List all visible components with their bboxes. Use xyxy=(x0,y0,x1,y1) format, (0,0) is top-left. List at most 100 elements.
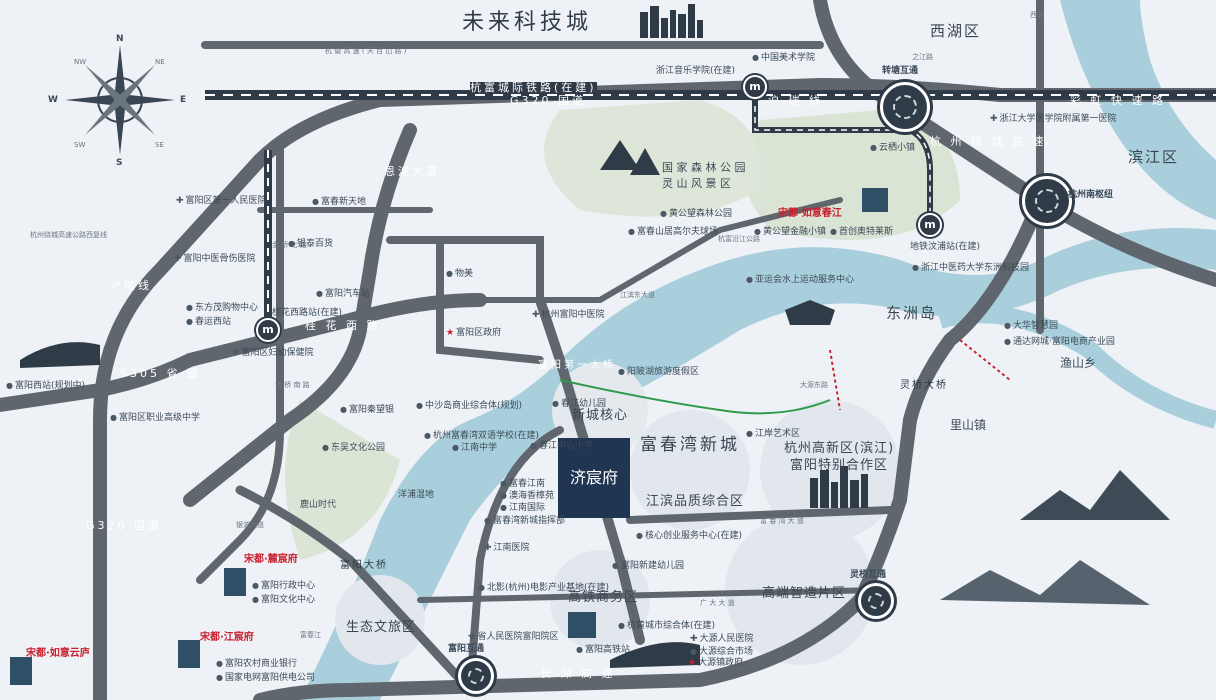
road-yinhu: 银湖大道 xyxy=(236,521,264,529)
scenic-forest-1: 国 家 森 林 公 园 xyxy=(662,161,746,174)
train-icon-gaotie xyxy=(610,642,700,668)
building-icon-luchen xyxy=(224,568,246,596)
road-guangda: 广 大 大 道 xyxy=(700,599,735,607)
poi: 国家电网富阳供电公司 xyxy=(216,672,315,684)
metro-icon-guihua[interactable]: m xyxy=(256,318,280,342)
compass-s: S xyxy=(116,158,123,168)
compass-ne: NE xyxy=(155,58,165,66)
hub-icon-lingqiao[interactable] xyxy=(858,583,894,619)
road-lingqiao-bridge-label: 灵桥大桥 xyxy=(900,380,948,391)
poi: 江南中学 xyxy=(452,442,497,454)
poi: 中沙岛商业综合体(规划) xyxy=(416,400,522,412)
compass-w: W xyxy=(48,95,58,105)
poi: 春江幼儿园 xyxy=(552,398,606,410)
road-jinqiao-south: 金 桥 南 路 xyxy=(275,381,310,389)
poi: 大源综合市场 xyxy=(690,646,753,658)
road-fuchun-bay xyxy=(626,506,894,524)
hub-icon-hangzhou-south[interactable] xyxy=(1022,176,1072,226)
poi: 物美 xyxy=(446,268,473,280)
road-hanghui: 杭 徽 高 速 ( 天 目 山 路 ) xyxy=(325,47,407,55)
compass-sw: SW xyxy=(74,141,86,149)
road-guihua-west: 桂 花 西 路 xyxy=(305,319,381,332)
zone-gaotie: 高铁商务区 xyxy=(568,590,639,605)
metro-icon-music[interactable]: m xyxy=(743,75,767,99)
poi: 黄公望金融小镇 xyxy=(754,226,826,238)
poi: 北影(杭州)电影产业基地(在建) xyxy=(478,582,609,594)
hub-icon-zhuantang[interactable] xyxy=(880,82,930,132)
poi: 核心创业服务中心(在建) xyxy=(636,530,742,542)
poi: 云栖小镇 xyxy=(870,142,915,154)
road-first-bridge-label: 富阳第一大桥 xyxy=(538,360,616,371)
red-line-2 xyxy=(959,339,1011,381)
hub-lingqiao: 灵桥互通 xyxy=(850,570,887,580)
red-line xyxy=(829,349,841,411)
project-jiangchen[interactable]: 宋都·江宸府 xyxy=(200,632,254,643)
metro-music: 浙江音乐学院(在建) xyxy=(656,66,736,76)
road-west-ring: 杭州绕城高速公路西复线 xyxy=(30,231,107,239)
zone-circle-shengtai xyxy=(335,575,425,665)
road-raocheng-label: 杭 州 绕 城 高 速 xyxy=(930,135,1047,148)
poi: 江岸艺术区 xyxy=(746,428,800,440)
zone-fuyang-special: 富阳特别合作区 xyxy=(790,458,889,473)
poi: 富阳区政府 xyxy=(446,328,501,339)
poi: 富春新天地 xyxy=(312,196,366,208)
road-fuyang-bridge-label: 富阳大桥 xyxy=(340,560,388,571)
poi: 富春江南 xyxy=(500,478,545,490)
greenway xyxy=(559,379,831,415)
poi: 富春山居高尔夫球场 xyxy=(628,226,718,238)
road-hangfu-riverside: 杭富沿江公路 xyxy=(718,235,760,243)
poi: 首创奥特莱斯 xyxy=(830,226,893,238)
road-changshen-east xyxy=(253,193,1047,700)
building-icon-yunlu xyxy=(10,657,32,685)
hub-icon-fuyang[interactable] xyxy=(458,658,494,694)
road-jinqiao xyxy=(196,146,284,584)
metro-icon-dipu[interactable]: m xyxy=(918,213,942,237)
poi: 富春湾新城指挥部 xyxy=(484,515,565,527)
compass-e: E xyxy=(180,95,187,105)
poi: 富阳区妇幼保健院 xyxy=(232,348,314,359)
project-yunlu[interactable]: 宋都·如意云庐 xyxy=(26,648,90,659)
poi: 通达网城·富阳电商产业园 xyxy=(1004,336,1115,348)
poi: 杭黄城市综合体(在建) xyxy=(618,620,715,632)
project-luchen[interactable]: 宋都·麓宸府 xyxy=(244,554,298,565)
road-hurui-left: 沪瑞线 xyxy=(110,279,152,292)
poi: 黄公望森林公园 xyxy=(660,208,732,220)
district-dongzhou: 东洲岛 xyxy=(886,304,938,322)
district-binjiang: 滨江区 xyxy=(1128,148,1180,166)
poi: 春运西站 xyxy=(186,316,231,328)
project-chunjiang[interactable]: 宋都·如意春江 xyxy=(778,208,842,219)
skyline-icon xyxy=(640,4,703,38)
road-fuchun-river: 富春江 xyxy=(300,631,321,639)
qiantang-river xyxy=(1060,0,1216,220)
mountain-decor-1 xyxy=(1020,470,1170,520)
road-ring-b xyxy=(436,236,544,364)
district-future-tech: 未来科技城 xyxy=(462,10,593,35)
forest-hill xyxy=(544,100,762,217)
road-hangfu-rail: 杭富城际铁路(在建) xyxy=(470,81,597,94)
poi: 富阳区第一人民医院 xyxy=(176,196,267,207)
compass-icon xyxy=(65,45,175,155)
poi: 富阳农村商业银行 xyxy=(216,658,297,670)
road-fuchun-bay: 富 春 湾 大 道 xyxy=(760,517,804,525)
poi: 富阳高铁站 xyxy=(576,644,630,656)
poi: 中国美术学院 xyxy=(752,52,815,64)
poi: 洋浦湿地 xyxy=(398,490,435,500)
poi: 富阳西站(规划中) xyxy=(6,380,85,392)
poi: 富阳文化中心 xyxy=(252,594,315,606)
poi: 大源镇政府 xyxy=(688,658,743,669)
zone-shengtai: 生态文旅区 xyxy=(346,620,417,635)
district-xihu: 西湖区 xyxy=(930,22,982,40)
mountain-decor-2 xyxy=(940,560,1150,605)
road-g320-top: G320 国道 xyxy=(510,94,587,107)
road-enbo xyxy=(183,123,417,507)
poi: 浙江中医药大学东洲科技园 xyxy=(912,262,1029,274)
metro-guihua: 桂花西路站(在建) xyxy=(272,308,343,318)
poi: 富阳行政中心 xyxy=(252,580,315,592)
poi: 富阳秦望银 xyxy=(340,404,394,416)
poi: 富阳中医骨伤医院 xyxy=(174,254,256,265)
zone-gaoduan: 高端智造片区 xyxy=(762,586,847,601)
poi: 杭州富春湾双语学校(在建) xyxy=(424,430,539,442)
hub-hangzhou-south: 杭州南枢纽 xyxy=(1068,190,1114,200)
poi: 大源人民医院 xyxy=(690,634,754,645)
